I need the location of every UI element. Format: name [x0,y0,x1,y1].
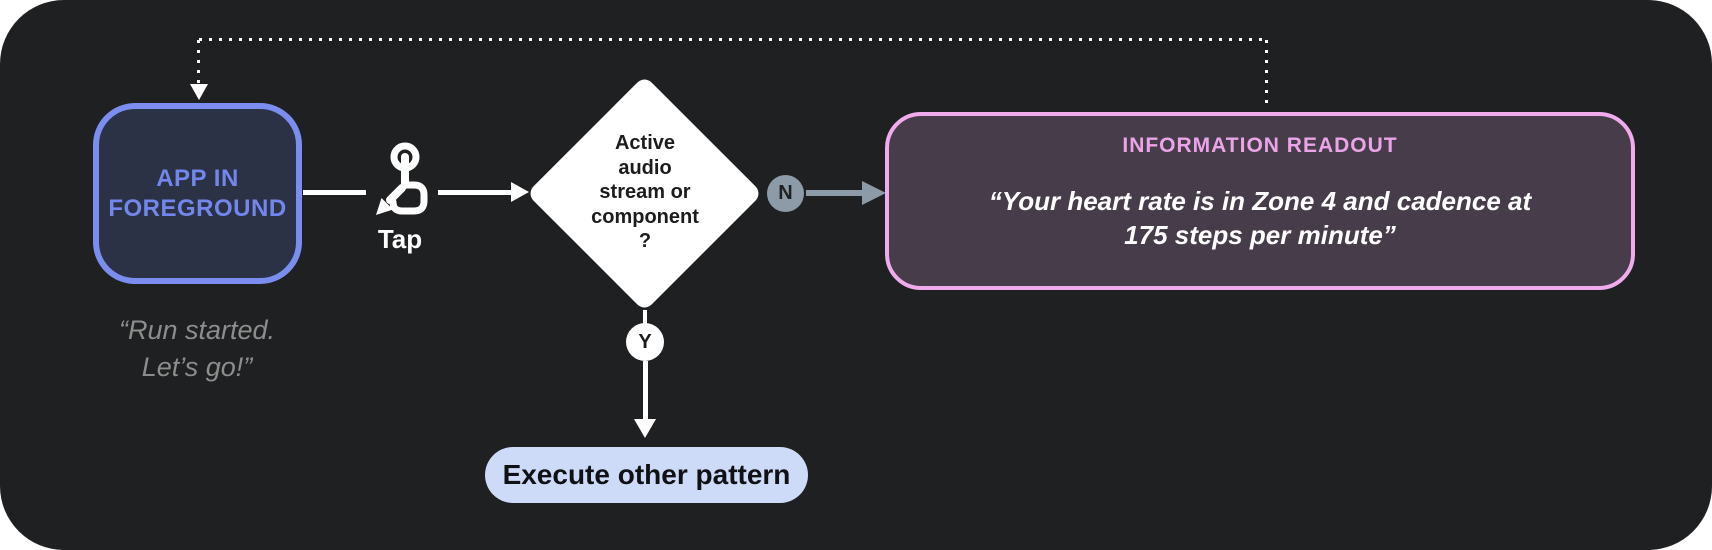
branch-badge-no: N [767,175,804,212]
node-execute-other-pattern: Execute other pattern [485,447,808,503]
dotted-connector-vertical-right [1265,40,1268,110]
decision-label-line4: component [591,205,699,228]
app-voice-caption: “Run started. Let’s go!” [72,312,322,386]
tap-gesture-icon [376,142,428,215]
node-information-readout: INFORMATION READOUT “Your heart rate is … [885,112,1635,290]
decision-label-line1: Active [614,132,676,154]
readout-title: INFORMATION READOUT [1122,134,1398,157]
dotted-connector-arrowhead-icon [190,84,208,100]
app-node-label-line1: APP IN [156,164,239,192]
arrow-tap-to-decision-shaft [438,190,512,195]
decision-label-line2: audio [618,156,672,179]
readout-quote-line1: “Your heart rate is in Zone 4 and cadenc… [988,186,1532,216]
dotted-connector-horizontal [199,38,1267,41]
dotted-connector-vertical-left [197,40,200,85]
tap-label: Tap [377,224,423,254]
connector-decision-to-yes [643,310,647,324]
branch-badge-yes: Y [626,323,664,361]
decision-label-line3: stream or [599,181,691,203]
arrow-yes-to-execute-shaft [643,361,648,421]
app-caption-line2: Let’s go!” [141,352,253,382]
arrow-no-to-readout-shaft [806,190,864,196]
readout-quote: “Your heart rate is in Zone 4 and cadenc… [889,184,1631,252]
readout-quote-line2: 175 steps per minute” [1124,220,1396,250]
arrow-no-to-readout-head-icon [862,181,886,205]
arrow-tap-to-decision-head-icon [511,182,529,202]
app-node-label-line2: FOREGROUND [108,194,287,222]
node-app-in-foreground: APP IN FOREGROUND [93,103,302,284]
arrow-app-to-tap [303,190,366,195]
app-caption-line1: “Run started. [118,315,276,345]
arrow-yes-to-execute-head-icon [634,419,656,438]
decision-label: Active audio stream or component ? [558,131,732,254]
decision-label-line5: ? [638,230,652,252]
